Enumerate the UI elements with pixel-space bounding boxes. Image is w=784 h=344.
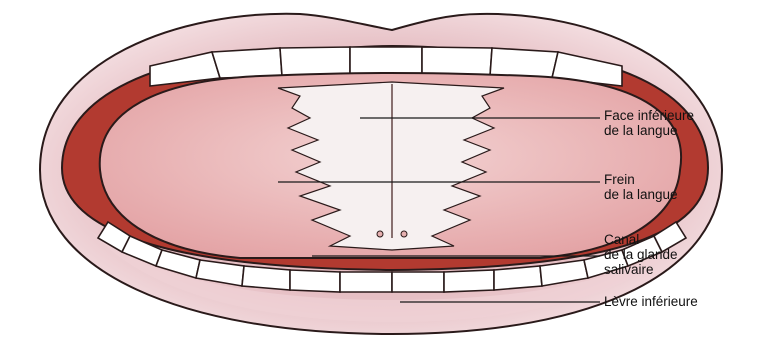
label-levre-inferieure: Lèvre inférieure [604, 294, 698, 309]
salivary-opening-left [377, 231, 383, 237]
label-face-inferieure: Face inférieure de la langue [604, 108, 694, 138]
salivary-opening-right [401, 231, 407, 237]
label-frein: Frein de la langue [604, 172, 678, 202]
label-canal: Canal de la glande salivaire [604, 232, 678, 277]
